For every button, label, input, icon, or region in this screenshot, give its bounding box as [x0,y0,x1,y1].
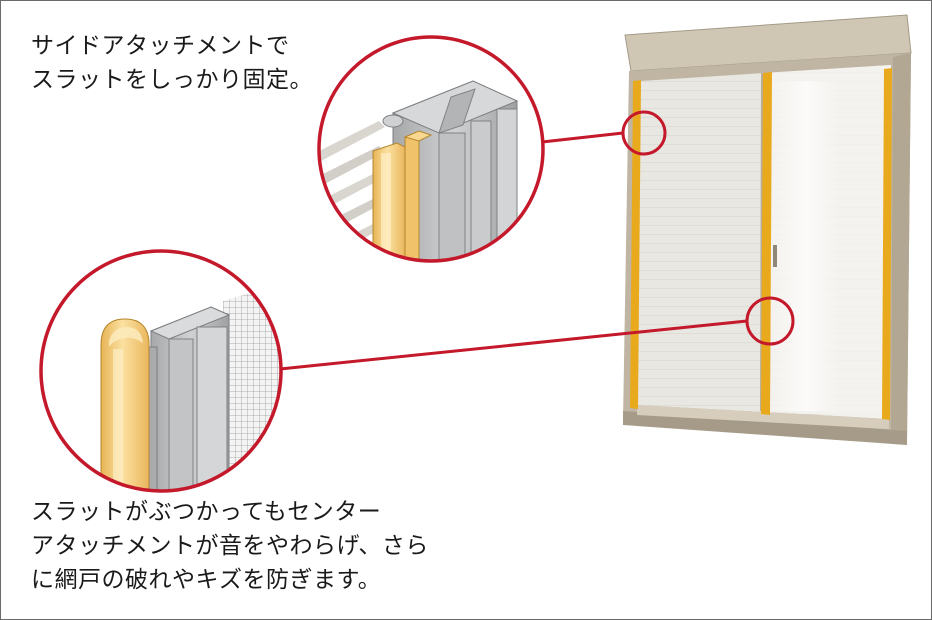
mesh-screen [223,283,281,491]
window-illustration [623,14,912,445]
caption-side-attachment: サイドアタッチメントで スラットをしっかり固定。 [31,29,313,97]
closeup-ring-top [317,35,545,263]
window-sill [623,411,907,445]
caption-center-attachment: スラットがぶつかってもセンター アタッチメントが音をやわらげ、さら に網戸の破れ… [31,495,429,597]
side-attachment-closeup [317,35,545,263]
callout-ring-side [621,110,667,156]
caption-top-line-2: スラットをしっかり固定。 [31,67,313,93]
callout-line-top [541,131,624,144]
callouts [279,110,795,371]
caption-bottom-line-3: に網戸の破れやキズを防ぎます。 [31,567,382,593]
center-attachment [761,72,772,415]
caption-bottom-line-2: アタッチメントが音をやわらげ、さら [31,533,429,559]
callout-line-bottom [279,319,748,371]
caption-bottom-line-1: スラットがぶつかってもセンター [31,499,382,525]
window-handle [773,245,777,267]
callout-ring-center [745,296,795,346]
window-frame-side [891,53,911,443]
light-glow [771,81,841,411]
center-attachment-closeup [39,249,283,493]
inner-sill [637,405,889,429]
closeup-ring-bottom [39,249,283,493]
left-pane [637,73,761,411]
center-attachment-profile [100,318,150,491]
side-attachment-left [630,80,641,409]
side-attachment-right [882,68,892,420]
caption-top-line-1: サイドアタッチメントで [31,33,290,59]
